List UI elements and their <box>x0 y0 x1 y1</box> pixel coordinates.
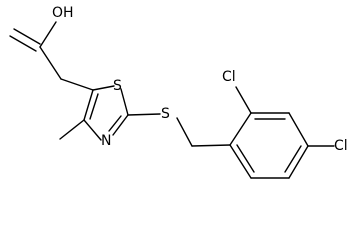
methylene-ring-bond <box>60 78 94 91</box>
ring-bond-c4-c5-inner <box>89 93 99 120</box>
molecule-structure: OH S N S Cl Cl <box>9 5 348 179</box>
ring-bond-c2-n3 <box>112 114 129 136</box>
dichlorophenyl-ring <box>229 112 309 179</box>
thioether-linker <box>127 113 231 147</box>
acetic-acid-group <box>9 21 94 91</box>
ring-bond-c2-n3-inner <box>108 115 122 132</box>
thioether-to-methylene-bond <box>176 117 193 147</box>
ring-bond-s1-c2 <box>120 88 129 116</box>
ring-bond-c4-c5 <box>83 89 94 121</box>
benzene-bond-1 <box>229 112 252 146</box>
hydroxyl-label: OH <box>52 5 74 21</box>
thiazole-ring <box>83 85 129 141</box>
methyl-bond <box>59 119 85 140</box>
para-chlorine-label: Cl <box>334 138 348 154</box>
thioether-sulfur-label: S <box>161 106 170 122</box>
ring-to-thioether-bond <box>127 113 161 116</box>
benzene-bond-3 <box>288 112 309 147</box>
ortho-chlorine-label: Cl <box>222 69 236 85</box>
benzene-bond-4 <box>288 145 309 179</box>
benzene-bond-6 <box>229 144 252 179</box>
ring-bond-n3-c4 <box>83 119 102 141</box>
carbonyl-bond-1 <box>13 28 41 45</box>
methylene-to-benzene-bond <box>191 144 231 147</box>
thiazole-nitrogen-label: N <box>101 133 111 149</box>
benzene-bond-6-inner <box>236 144 255 173</box>
ortho-chlorine-bond <box>235 86 252 114</box>
carbonyl-bond-2 <box>9 35 37 52</box>
carboxyl-methylene-bond <box>39 46 62 80</box>
thiazole-sulfur-label: S <box>113 78 122 94</box>
ring-bond-c5-s1 <box>92 85 115 91</box>
hydroxyl-bond <box>39 21 57 48</box>
benzene-bond-4-inner <box>284 145 302 173</box>
